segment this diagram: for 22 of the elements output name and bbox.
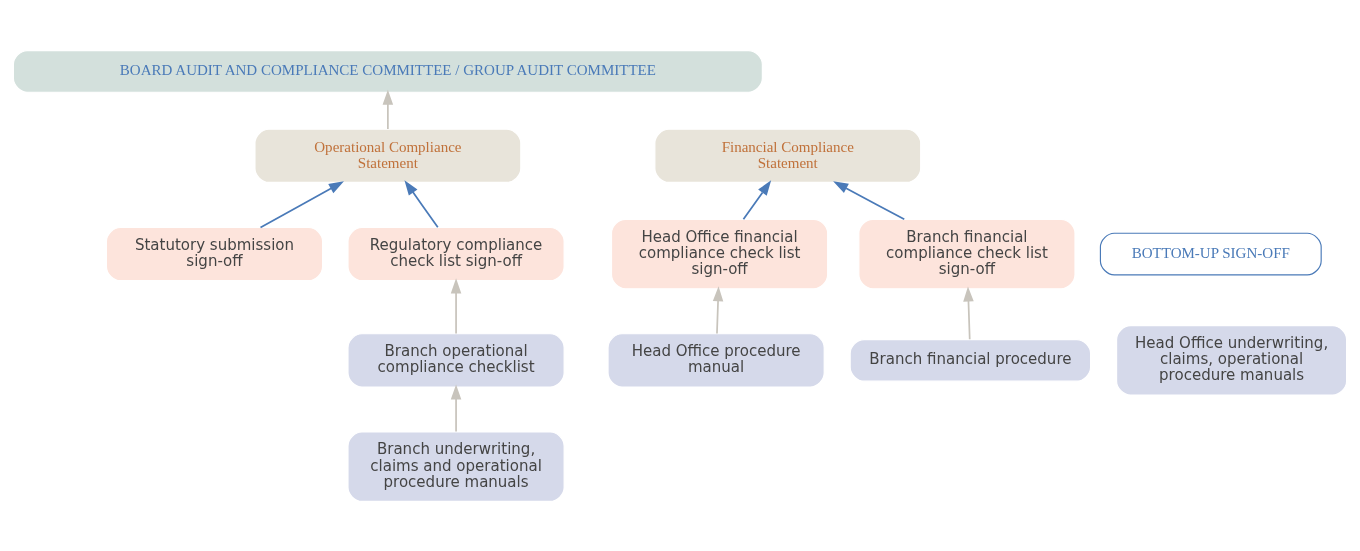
node-box: Branch underwriting, claims and operational procedure manuals bbox=[347, 430, 565, 502]
arrow bbox=[742, 179, 772, 220]
node-box: Head Office financial compliance check list sign-off bbox=[610, 218, 829, 289]
arrow bbox=[450, 383, 462, 432]
arrow bbox=[404, 179, 439, 228]
node-box: BOARD AUDIT AND COMPLIANCE COMMITTEE / GROUP AUDIT COMMITTEE bbox=[12, 49, 763, 93]
arrow bbox=[833, 180, 906, 220]
arrow bbox=[259, 180, 344, 228]
node-box: Head Office procedure manual bbox=[607, 332, 825, 388]
node-box: Branch financial procedure bbox=[849, 338, 1092, 382]
arrow bbox=[712, 285, 724, 334]
node-box: Financial Compliance Statement bbox=[654, 128, 922, 183]
node-box: Statutory submission sign-off bbox=[105, 226, 324, 281]
arrow bbox=[382, 89, 394, 130]
arrow bbox=[963, 286, 974, 340]
node-box: Head Office underwriting, claims, operational procedure manuals bbox=[1116, 324, 1348, 396]
arrow bbox=[450, 277, 462, 334]
node-box: BOTTOM-UP SIGN-OFF bbox=[1099, 232, 1322, 275]
node-box: Branch operational compliance checklist bbox=[347, 332, 565, 388]
node-box: Regulatory compliance check list sign-off bbox=[347, 226, 565, 281]
node-box: Branch financial compliance check list sign-off bbox=[858, 218, 1076, 289]
node-box: Operational Compliance Statement bbox=[254, 128, 522, 183]
